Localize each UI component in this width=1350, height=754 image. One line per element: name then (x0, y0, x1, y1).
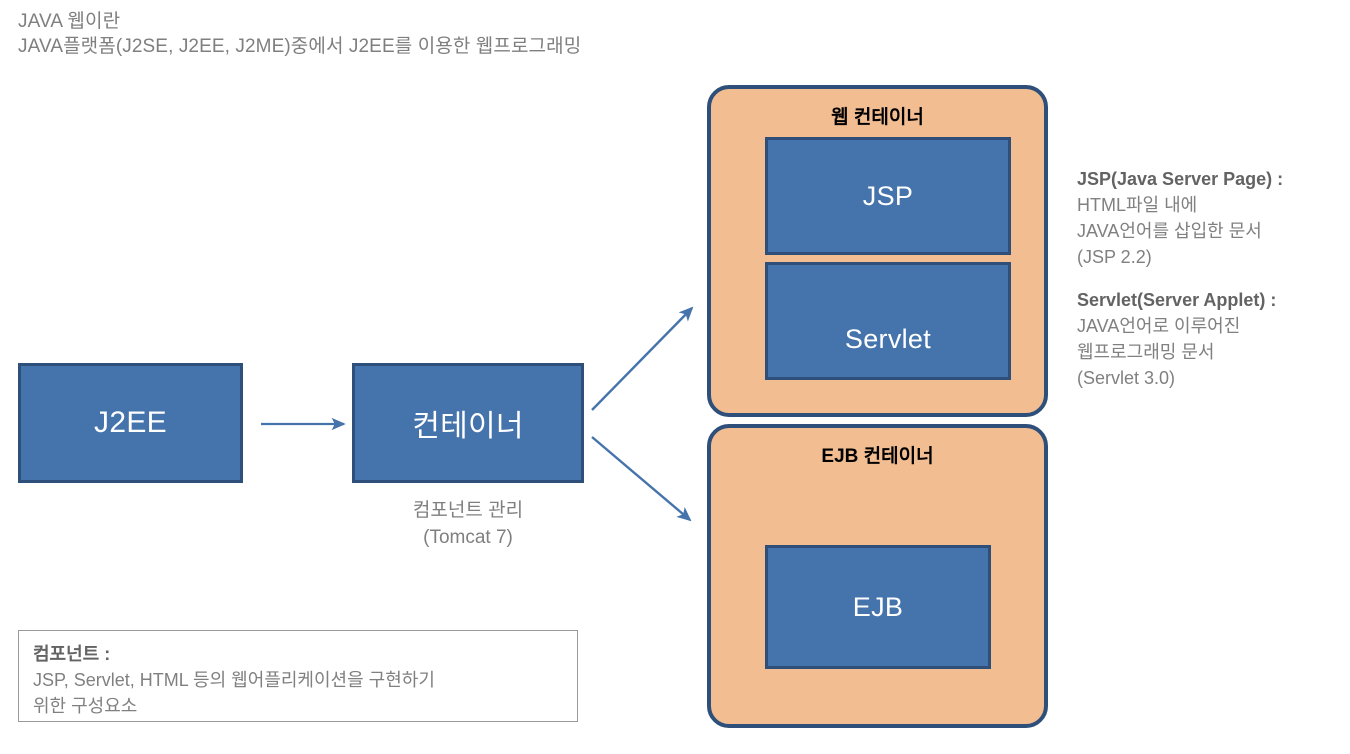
panel-ejb-container[interactable]: EJB 컨테이너 (707, 424, 1048, 728)
node-j2ee-label: J2EE (94, 406, 167, 439)
page-subtitle: JAVA플랫폼(J2SE, J2EE, J2ME)중에서 J2EE를 이용한 웹… (18, 36, 582, 57)
note-jsp-line2: JAVA언어를 삽입한 문서 (1077, 221, 1262, 241)
component-definition-line2: 위한 구성요소 (33, 696, 138, 716)
note-servlet-line1: JAVA언어로 이루어진 (1077, 316, 1241, 336)
note-jsp-line3: (JSP 2.2) (1077, 247, 1152, 267)
node-j2ee[interactable]: J2EE (18, 363, 243, 483)
note-servlet-title: Servlet(Server Applet) : (1077, 290, 1277, 310)
panel-web-container-title: 웹 컨테이너 (831, 107, 924, 128)
component-definition-box: 컴포넌트 : JSP, Servlet, HTML 등의 웹어플리케이션을 구현… (18, 630, 578, 722)
node-container[interactable]: 컨테이너 (352, 363, 584, 483)
node-container-caption: 컴포넌트 관리 (Tomcat 7) (352, 497, 584, 551)
note-servlet-line3: (Servlet 3.0) (1077, 368, 1176, 388)
arrow-container-to-ejb-container (591, 436, 692, 522)
note-jsp: JSP(Java Server Page) : HTML파일 내에 JAVA언어… (1077, 166, 1283, 270)
node-container-caption-line2: (Tomcat 7) (423, 527, 513, 548)
node-jsp[interactable]: JSP (765, 137, 1011, 255)
panel-ejb-container-title: EJB 컨테이너 (821, 446, 934, 467)
page-title: JAVA 웹이란 (18, 11, 121, 32)
component-definition-line1: JSP, Servlet, HTML 등의 웹어플리케이션을 구현하기 (33, 670, 435, 690)
note-jsp-title: JSP(Java Server Page) : (1077, 169, 1284, 189)
arrow-container-to-web-container (591, 306, 694, 411)
node-container-label: 컨테이너 (412, 410, 524, 443)
note-jsp-line1: HTML파일 내에 (1077, 195, 1198, 215)
note-servlet: Servlet(Server Applet) : JAVA언어로 이루어진 웹프… (1077, 287, 1276, 391)
node-servlet-label: Servlet (844, 324, 932, 354)
node-ejb-label: EJB (852, 591, 904, 622)
node-container-caption-line1: 컴포넌트 관리 (412, 500, 524, 521)
component-definition-title: 컴포넌트 : (33, 644, 111, 664)
node-servlet[interactable]: Servlet (765, 262, 1011, 380)
node-ejb[interactable]: EJB (765, 545, 991, 669)
note-servlet-line2: 웹프로그래밍 문서 (1077, 342, 1215, 362)
node-jsp-label: JSP (862, 180, 914, 211)
